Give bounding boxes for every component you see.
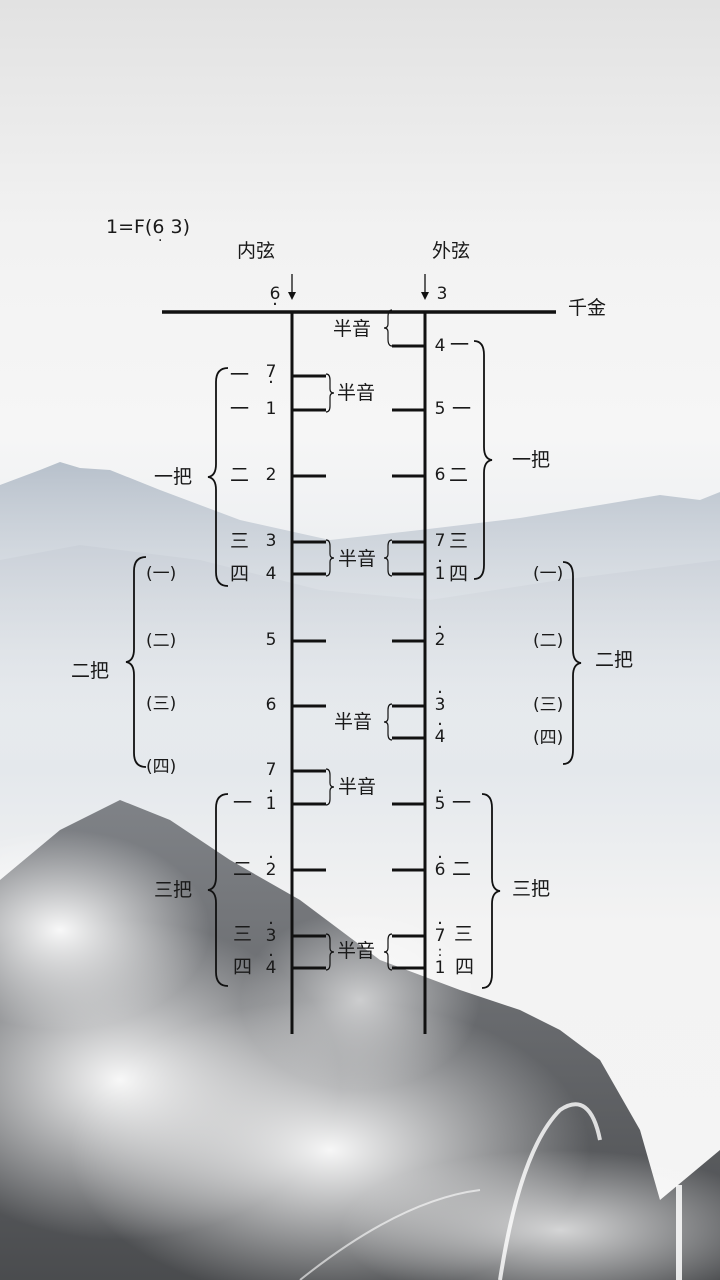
semitone-label-3-4-high: 半音	[337, 940, 376, 962]
inner-finger: 三	[233, 923, 253, 945]
outer-note: 3	[433, 684, 447, 714]
second-position-finger-left: (三)	[146, 694, 177, 714]
second-position-finger-left: (一)	[146, 564, 177, 584]
outer-note: 4	[433, 716, 447, 746]
outer-finger: 四	[455, 956, 475, 978]
inner-finger: 四	[233, 956, 253, 978]
inner-note: 7	[264, 364, 278, 393]
semitone-label-3-4: 半音	[338, 548, 377, 570]
outer-open-note: 3	[436, 284, 448, 304]
outer-finger: 一	[450, 334, 470, 356]
outer-finger: 三	[449, 530, 469, 552]
inner-string-label: 内弦	[237, 240, 276, 262]
inner-note: 2	[264, 849, 278, 879]
inner-finger: 四	[230, 563, 250, 585]
outer-note: 1	[433, 553, 447, 583]
outer-finger: 二	[452, 858, 472, 880]
inner-note: 3	[265, 531, 277, 551]
third-position-label-left: 三把	[154, 879, 193, 901]
inner-note: 5	[265, 630, 277, 650]
outer-note: 2	[433, 619, 447, 649]
inner-finger: 二	[233, 858, 253, 880]
key-signature: 1=F(6 3)	[106, 216, 190, 238]
inner-note: 1	[265, 399, 277, 419]
inner-note: 2	[265, 465, 277, 485]
second-position-finger-left: (二)	[146, 631, 177, 651]
inner-note: 4	[264, 947, 278, 977]
semitone-label-inner-7-1-high: 半音	[338, 776, 377, 798]
outer-note: 7	[434, 531, 446, 551]
inner-finger: 三	[230, 530, 250, 552]
second-position-finger-right: (四)	[533, 728, 564, 748]
outer-note: 6	[434, 465, 446, 485]
second-position-label-left: 二把	[71, 660, 110, 682]
first-position-label-right: 一把	[512, 449, 551, 471]
inner-open-note: 6	[268, 286, 282, 315]
outer-note: 5	[434, 399, 446, 419]
nut-label: 千金	[568, 297, 607, 319]
inner-note: 7	[265, 760, 277, 780]
outer-note: 5	[433, 783, 447, 813]
inner-note: 3	[264, 915, 278, 945]
outer-finger: 四	[449, 563, 469, 585]
second-position-finger-right: (三)	[533, 695, 564, 715]
outer-finger: 二	[449, 464, 469, 486]
outer-note: 7	[433, 915, 447, 945]
inner-finger: 二	[230, 464, 250, 486]
inner-finger: 一	[233, 792, 253, 814]
outer-string-label: 外弦	[432, 240, 471, 262]
second-position-label-right: 二把	[595, 649, 634, 671]
inner-note: 1	[264, 783, 278, 813]
outer-note: 4	[434, 336, 446, 356]
outer-note: 6	[433, 849, 447, 879]
inner-note: 6	[265, 695, 277, 715]
inner-finger: 一	[230, 364, 250, 386]
inner-finger: 一	[230, 398, 250, 420]
third-position-label-right: 三把	[512, 878, 551, 900]
inner-note: 4	[265, 564, 277, 584]
outer-finger: 三	[454, 923, 474, 945]
outer-finger: 一	[452, 792, 472, 814]
semitone-label-inner-7-1: 半音	[337, 382, 376, 404]
semitone-label-outer-3-4: 半音	[334, 711, 373, 733]
outer-note: 1	[433, 945, 447, 977]
outer-finger: 一	[452, 398, 472, 420]
semitone-label-nut: 半音	[333, 318, 372, 340]
first-position-label-left: 一把	[154, 466, 193, 488]
second-position-finger-right: (一)	[533, 564, 564, 584]
key-note-low-dot: ·	[158, 233, 163, 249]
second-position-finger-left: (四)	[146, 757, 177, 777]
second-position-finger-right: (二)	[533, 631, 564, 651]
